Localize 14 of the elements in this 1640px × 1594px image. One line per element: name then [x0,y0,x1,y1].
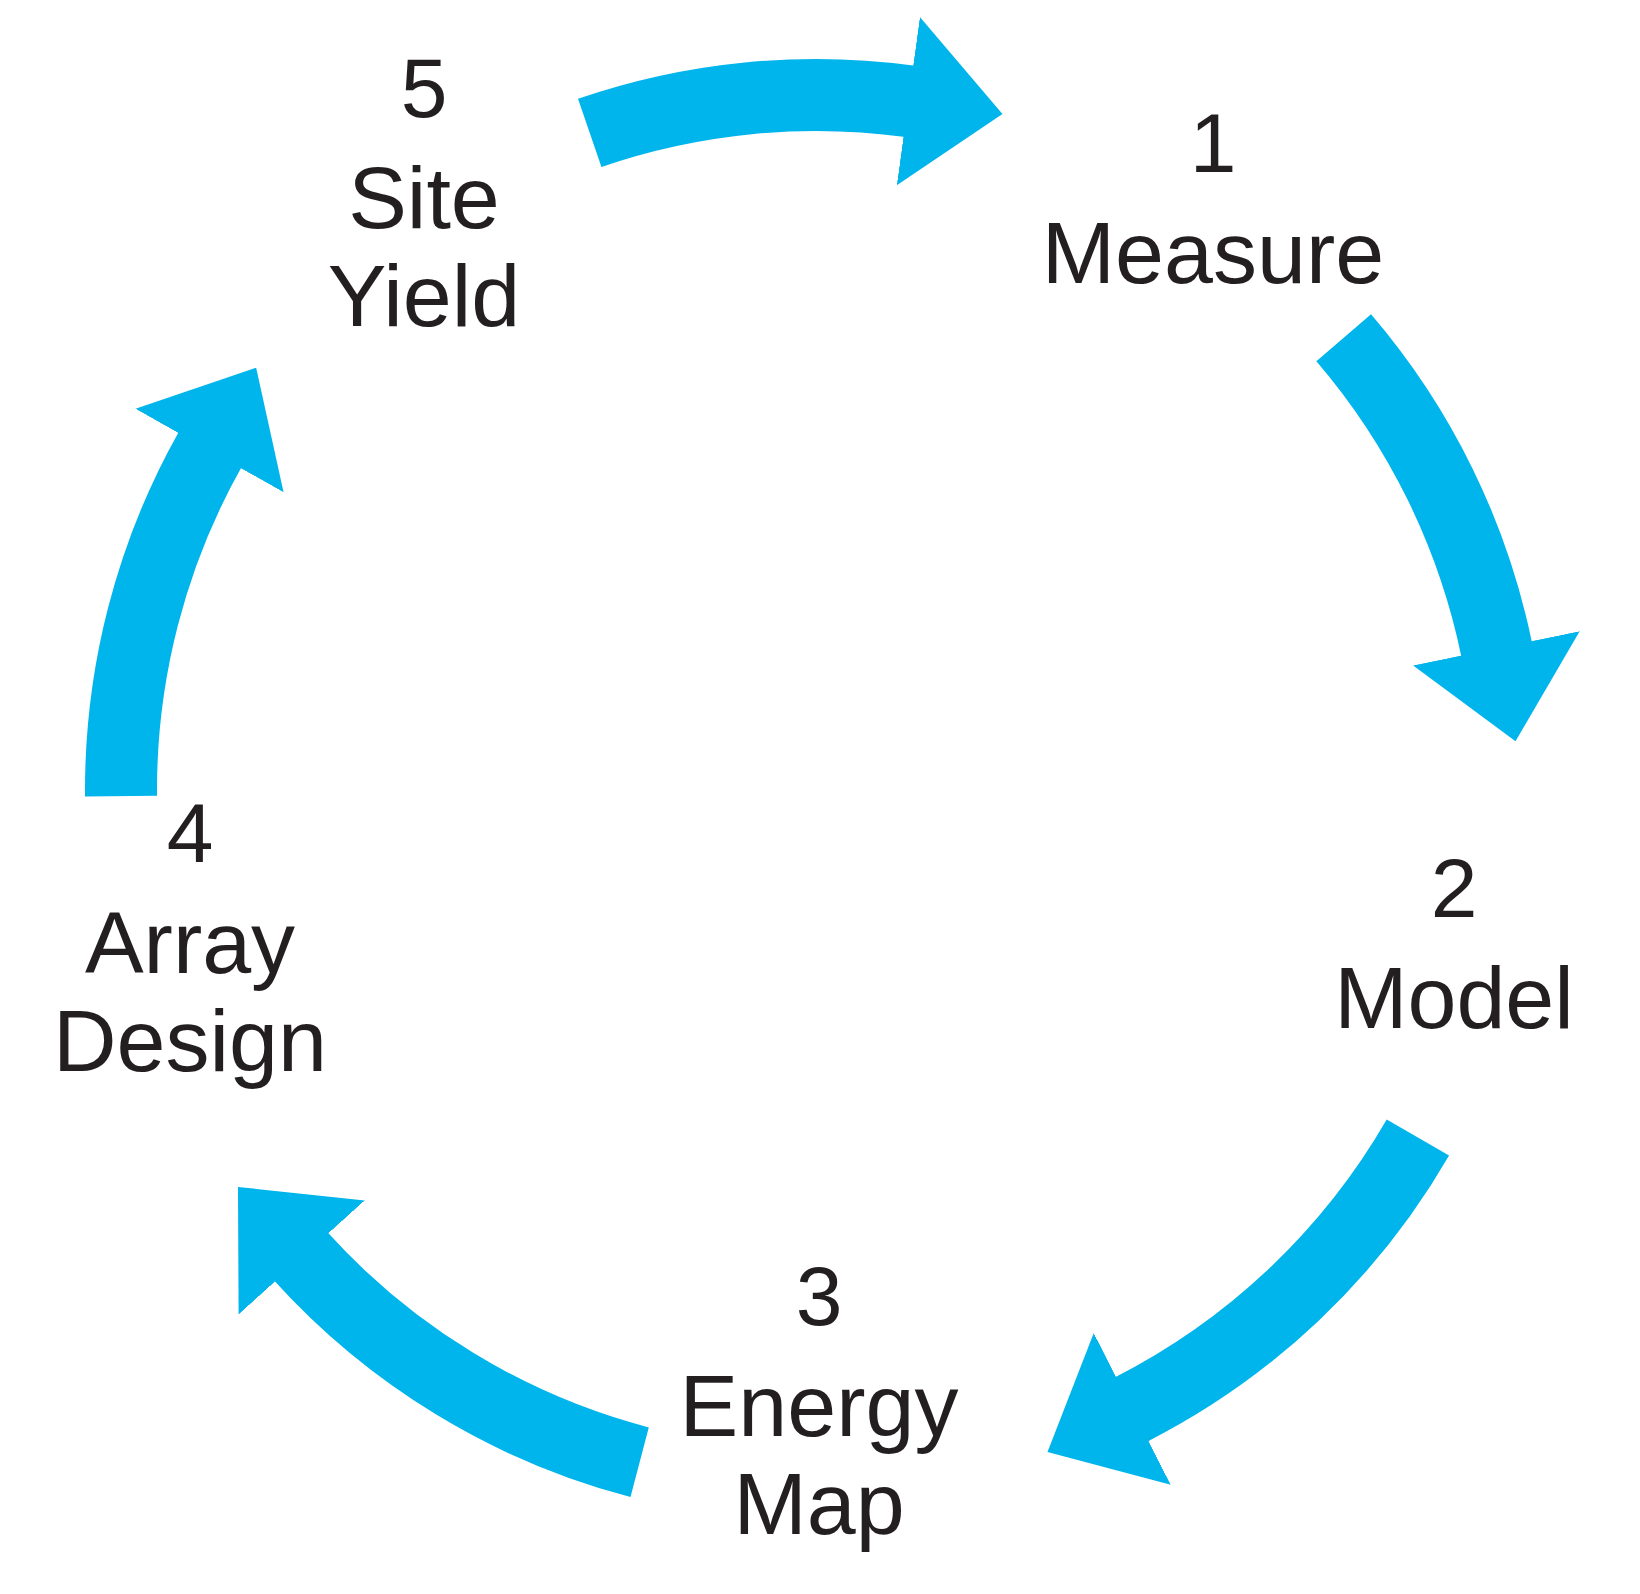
step-number: 2 [1430,840,1478,937]
step-number: 5 [400,40,448,137]
curved-arrow [1050,1117,1448,1483]
step-label: Site Yield [326,148,522,346]
step-label: Measure [1041,203,1385,303]
step-number: 3 [795,1248,843,1345]
step-number: 1 [1189,95,1237,192]
step-number: 4 [166,785,214,882]
step-label: Array Design [52,893,328,1091]
step-label: Model [1334,948,1574,1048]
curved-arrow [1314,316,1579,740]
curved-arrow [85,365,286,798]
curved-arrow [580,16,1004,186]
step-label: Energy Map [678,1356,960,1554]
